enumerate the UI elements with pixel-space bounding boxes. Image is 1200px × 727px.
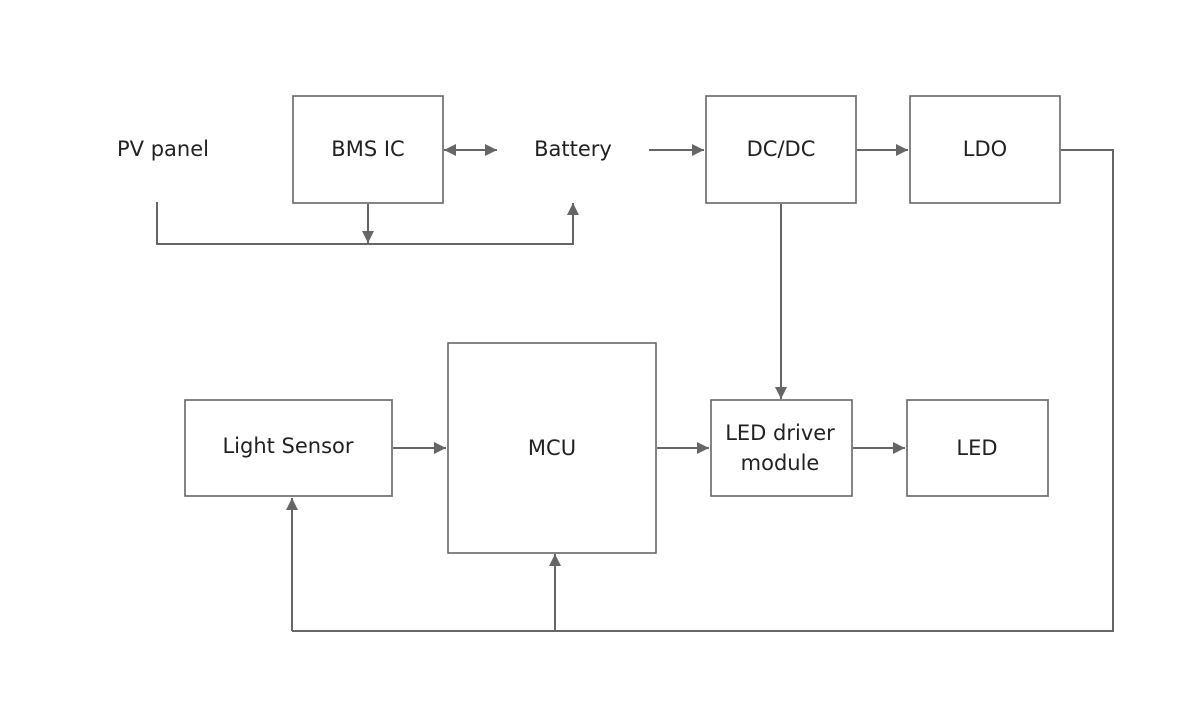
led-driver-label-line1: LED driver (725, 421, 835, 445)
mcu-label: MCU (528, 436, 576, 460)
light-sensor-label: Light Sensor (222, 434, 353, 458)
led-label: LED (956, 436, 997, 460)
led-block: LED (906, 399, 1049, 497)
led-driver-label-line2: module (741, 451, 820, 475)
ldo-power-bus (292, 149, 1114, 632)
dcdc-block: DC/DC (705, 95, 857, 204)
battery-label: Battery (534, 137, 612, 161)
pv-panel-label: PV panel (117, 137, 209, 161)
pv-to-battery-connector (156, 202, 579, 245)
light-sensor-block: Light Sensor (184, 399, 393, 497)
ldo-block: LDO (909, 95, 1061, 204)
led-driver-module-block: LED driver module (710, 399, 853, 497)
dcdc-label: DC/DC (747, 137, 816, 161)
bms-ic-block: BMS IC (292, 95, 444, 204)
bms-ic-label: BMS IC (331, 137, 404, 161)
ldo-label: LDO (963, 137, 1007, 161)
mcu-block: MCU (447, 342, 657, 554)
